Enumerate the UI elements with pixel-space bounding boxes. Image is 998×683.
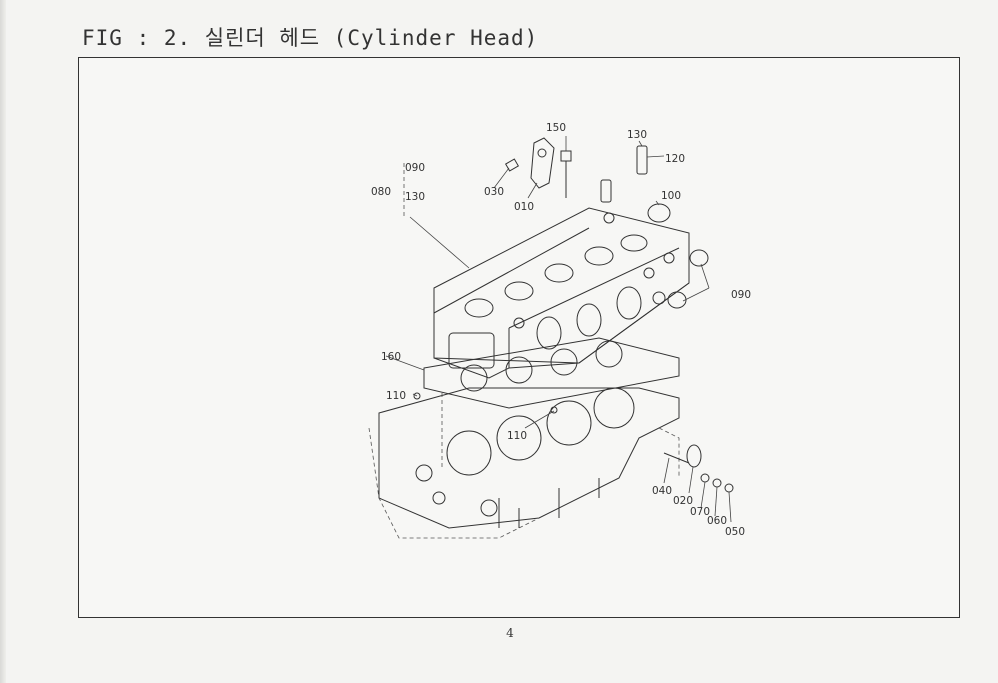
cylinder-block-outline: [368, 387, 680, 539]
callout-010: 010: [514, 201, 534, 213]
figure-frame: 150 130 120 090 080 130 030 010 100 090 …: [78, 57, 960, 618]
callout-040: 040: [652, 485, 672, 497]
callout-090-group: 090: [405, 162, 425, 174]
callout-110-left: 110: [386, 390, 406, 402]
callout-160: 160: [381, 351, 401, 363]
scan-edge: [0, 0, 6, 683]
callout-080: 080: [371, 186, 391, 198]
small-parts: [413, 137, 734, 493]
callout-100: 100: [661, 190, 681, 202]
callout-060: 060: [707, 515, 727, 527]
callout-030: 030: [484, 186, 504, 198]
callout-130-group: 130: [405, 191, 425, 203]
leader-lines: [385, 136, 732, 523]
callout-090-right: 090: [731, 289, 751, 301]
callout-130-top: 130: [627, 129, 647, 141]
callout-120: 120: [665, 153, 685, 165]
callout-020: 020: [673, 495, 693, 507]
page-number: 4: [506, 626, 514, 640]
callout-070: 070: [690, 506, 710, 518]
exploded-view-diagram: 150 130 120 090 080 130 030 010 100 090 …: [368, 122, 751, 539]
cylinder-head-body: [433, 207, 690, 379]
callout-110-mid: 110: [507, 430, 527, 442]
callout-150: 150: [546, 122, 566, 134]
page-title: FIG : 2. 실린더 헤드 (Cylinder Head): [82, 26, 539, 50]
callout-050: 050: [725, 526, 745, 538]
